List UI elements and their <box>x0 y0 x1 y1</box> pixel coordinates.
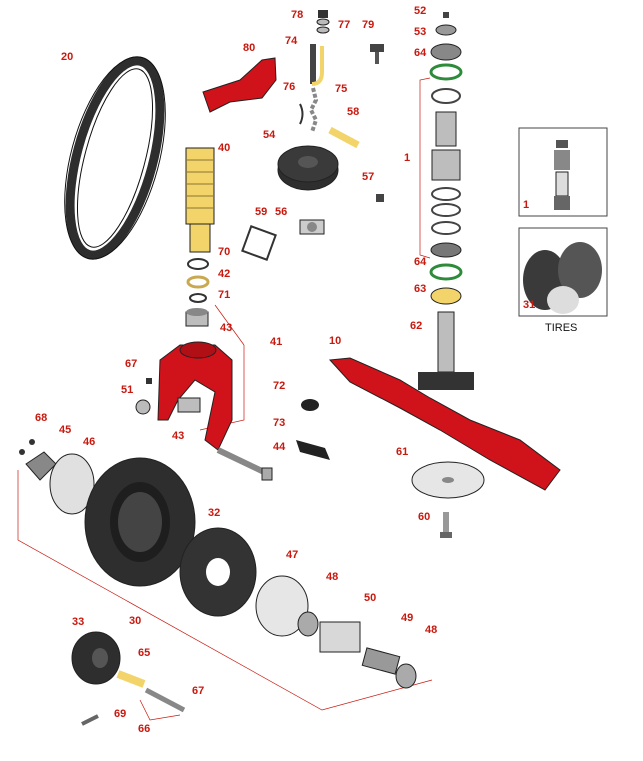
callout-1: 1 <box>404 152 410 164</box>
callout-58: 58 <box>347 106 359 118</box>
leader-lines <box>17 77 433 721</box>
part-51-nut <box>135 399 151 415</box>
part-58-pin <box>328 126 360 149</box>
part-69-screw <box>81 714 99 726</box>
callout-64: 64 <box>414 256 427 268</box>
part-40-spring <box>185 147 215 253</box>
parts-70-42-71-washers <box>186 258 210 303</box>
callout-64: 64 <box>414 47 427 59</box>
part-30-wheel <box>84 457 196 587</box>
callout-50: 50 <box>364 592 376 604</box>
part-65-spacer <box>116 670 146 688</box>
callout-65: 65 <box>138 647 150 659</box>
inset-spindle-assembly <box>518 127 608 217</box>
part-43-bushing <box>185 308 209 327</box>
part-60-bolt <box>440 512 452 538</box>
inset-tires <box>518 227 608 317</box>
callout-73: 73 <box>273 417 285 429</box>
callout-62: 62 <box>410 320 422 332</box>
callout-67: 67 <box>125 358 137 370</box>
part-43-bushing-lower <box>177 397 201 413</box>
callout-43: 43 <box>172 430 184 442</box>
callout-52: 52 <box>414 5 426 17</box>
callout-42: 42 <box>218 268 230 280</box>
part-10-blade <box>328 357 561 491</box>
callout-54: 54 <box>263 129 276 141</box>
callout-76: 76 <box>283 81 295 93</box>
callout-10: 10 <box>329 335 341 347</box>
callout-66: 66 <box>138 723 150 735</box>
callout-59: 59 <box>255 206 267 218</box>
callout-40: 40 <box>218 142 230 154</box>
part-32-tube <box>179 527 257 617</box>
part-72-plug <box>301 399 319 411</box>
part-54-pulley <box>277 145 339 191</box>
part-33-small-wheel <box>71 631 121 685</box>
callout-43: 43 <box>220 322 232 334</box>
callout-77: 77 <box>338 19 350 31</box>
part-48-bearing-2 <box>395 663 417 689</box>
callout-61: 61 <box>396 446 408 458</box>
part-74-spring-stack <box>310 10 330 86</box>
part-73-block <box>296 440 330 460</box>
callout-56: 56 <box>275 206 287 218</box>
callout-80: 80 <box>243 42 255 54</box>
callout-79: 79 <box>362 19 374 31</box>
callout-57: 57 <box>362 171 374 183</box>
callout-45: 45 <box>59 424 71 436</box>
callout-53: 53 <box>414 26 426 38</box>
callout-46: 46 <box>83 436 95 448</box>
part-59-bracket <box>241 225 277 261</box>
callout-60: 60 <box>418 511 430 523</box>
callout-71: 71 <box>218 289 230 301</box>
part-75-chain <box>308 87 319 133</box>
part-79-bolt <box>370 44 384 64</box>
part-80-bracket <box>202 57 277 113</box>
callout-70: 70 <box>218 246 230 258</box>
callout-63: 63 <box>414 283 426 295</box>
callout-68: 68 <box>35 412 47 424</box>
part-49-spacer <box>361 647 401 675</box>
callout-44: 44 <box>273 441 286 453</box>
part-50-hub <box>319 621 361 653</box>
inset-callout-1: 1 <box>523 199 529 211</box>
callout-47: 47 <box>286 549 298 561</box>
part-47-rim <box>255 575 309 637</box>
callout-20: 20 <box>61 51 73 63</box>
callout-48: 48 <box>425 624 437 636</box>
part-76-clip <box>299 103 304 125</box>
part-56-ujoint <box>299 219 325 235</box>
part-41-caster-fork <box>157 341 233 451</box>
callout-74: 74 <box>285 35 298 47</box>
part-57-screw <box>376 194 384 202</box>
part-66-bolt <box>144 687 186 713</box>
callout-67: 67 <box>192 685 204 697</box>
inset-callout-31: 31 <box>523 299 535 311</box>
callout-41: 41 <box>270 336 282 348</box>
part-44-bolt <box>216 447 273 481</box>
callout-75: 75 <box>335 83 347 95</box>
callout-30: 30 <box>129 615 141 627</box>
callout-51: 51 <box>121 384 133 396</box>
part-48-bearing <box>297 611 319 637</box>
callout-33: 33 <box>72 616 84 628</box>
inset-caption-tires: TIRES <box>545 322 577 334</box>
part-61-baffle <box>411 461 485 499</box>
part-20-belt <box>64 56 166 260</box>
part-67-nut <box>146 378 152 384</box>
callout-78: 78 <box>291 9 303 21</box>
callout-69: 69 <box>114 708 126 720</box>
callout-49: 49 <box>401 612 413 624</box>
callout-72: 72 <box>273 380 285 392</box>
callout-48: 48 <box>326 571 338 583</box>
parts-68-45-46-hub <box>19 439 95 515</box>
spindle-stack <box>418 12 474 390</box>
callout-32: 32 <box>208 507 220 519</box>
